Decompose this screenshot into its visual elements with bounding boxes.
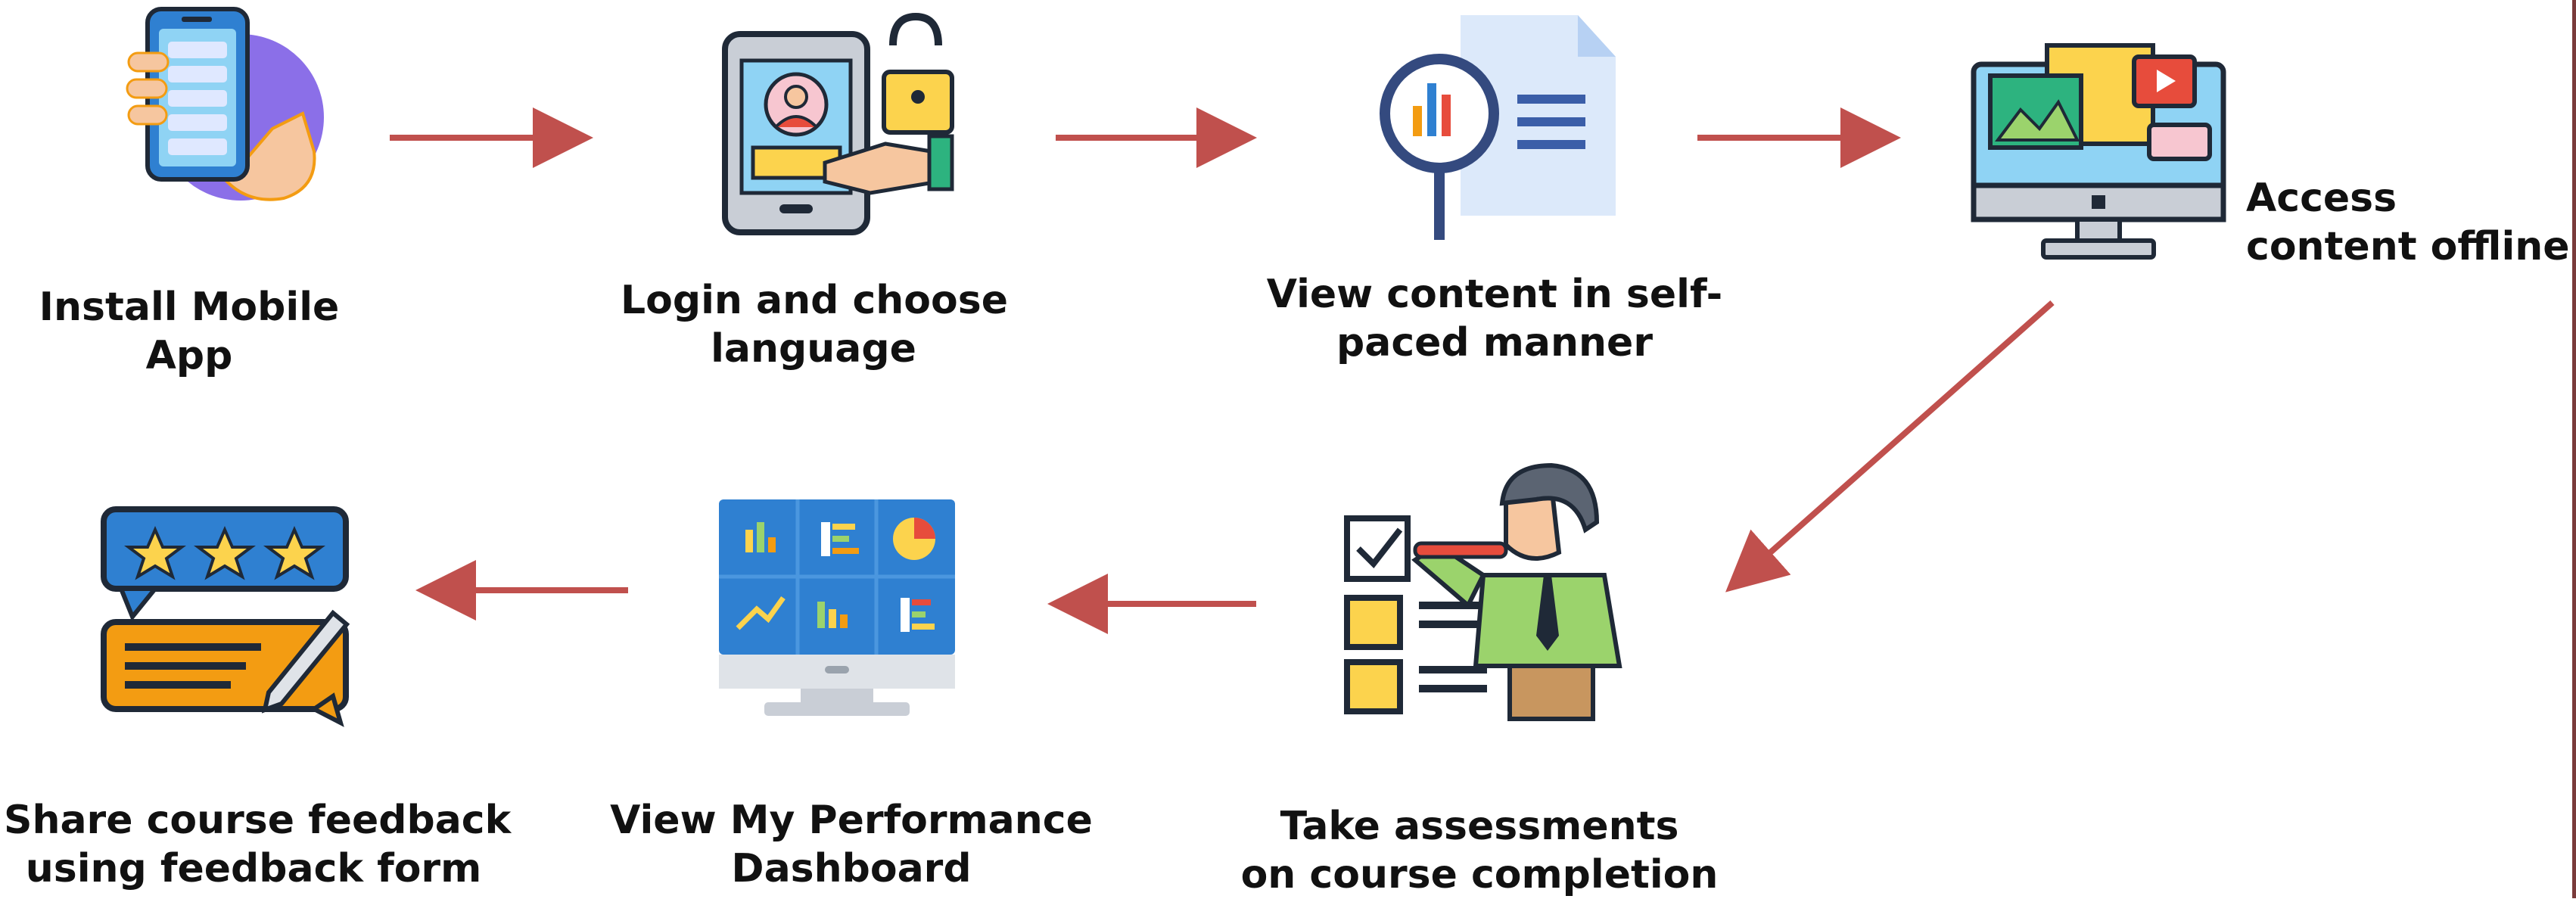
step-label-line: Dashboard [731,846,972,891]
step-label-assess: Take assessments on course completion [1230,802,1729,899]
step-label-login: Login and choose language [621,276,1008,373]
step-label-line: paced manner [1336,320,1653,366]
step-label-line: Install Mobile [39,285,340,330]
step-label-dashboard: View My Performance Dashboard [605,796,1097,893]
arrow-offline-to-assess [1725,300,2055,593]
step-label-line: View content in self- [1266,272,1723,317]
step-label-line: language [711,326,916,372]
slide-right-border [2572,0,2576,898]
step-label-line: content offline [2246,224,2570,269]
step-label-feedback: Share course feedback using feedback for… [4,796,512,893]
step-label-offline: Access content offline [2246,174,2570,271]
step-label-line: App [145,333,233,378]
mobile-app-hand-icon [126,7,324,201]
performance-dashboard-icon [719,499,955,716]
person-checklist-icon [1344,462,1622,721]
step-label-line: Share course feedback [4,798,512,843]
step-label-line: Take assessments [1280,804,1679,849]
step-label-install: Install Mobile App [26,283,352,380]
monitor-media-icon [1971,43,2226,260]
rating-feedback-icon [101,506,350,727]
step-label-line: using feedback form [25,846,482,891]
tablet-login-lock-icon [722,12,954,235]
step-label-line: View My Performance [610,798,1093,843]
step-label-line: Login and choose [621,278,1008,323]
document-magnifier-icon [1380,15,1616,240]
step-label-line: on course completion [1240,852,1719,897]
step-label-view: View content in self- paced manner [1252,270,1737,367]
step-label-line: Access [2246,176,2397,221]
